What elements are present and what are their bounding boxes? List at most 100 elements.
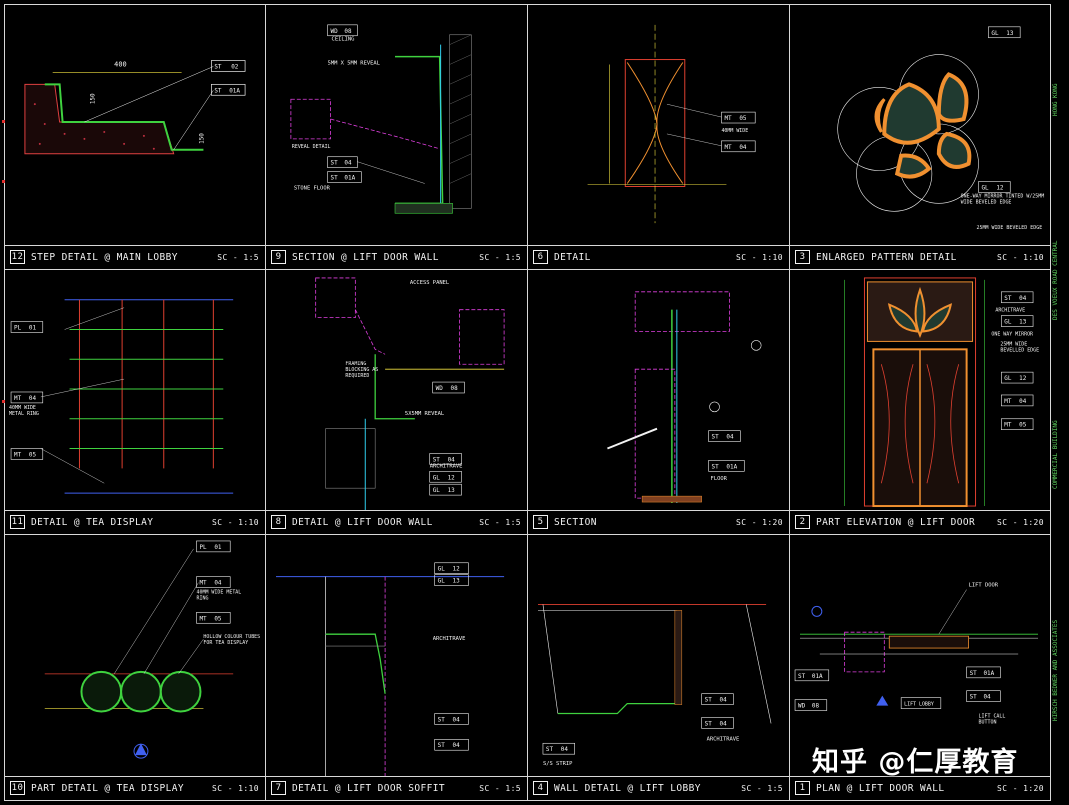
svg-text:ST: ST: [970, 694, 978, 701]
svg-text:01A: 01A: [812, 673, 823, 680]
panel-number: 10: [10, 781, 25, 795]
svg-text:01: 01: [29, 325, 37, 332]
svg-text:13: 13: [453, 578, 461, 585]
panel-number: 2: [795, 515, 810, 529]
panel-8[interactable]: ACCESS PANEL FRAMING BLOCKING AS REQUIRE…: [265, 269, 528, 535]
svg-text:05: 05: [214, 615, 222, 622]
panel-scale: SC - 1:5: [479, 784, 521, 793]
margin-mark: [2, 400, 5, 403]
panel-title-bar: 2 PART ELEVATION @ LIFT DOOR SC - 1:20: [790, 510, 1050, 534]
enlarged-pattern-drawing: GL 13 GL 12 ONE-WAY MIRROR TINTED W/25MM…: [837, 26, 1044, 231]
panel-number: 11: [10, 515, 25, 529]
svg-text:MT: MT: [14, 395, 22, 402]
panel-2[interactable]: ST 04 ARCHITRAVE GL 13 ONE WAY MIRROR 25…: [789, 269, 1051, 535]
svg-text:GL: GL: [433, 487, 441, 494]
panel-title-bar: 6 DETAIL SC - 1:10: [528, 245, 789, 269]
panel-scale: SC - 1:20: [997, 784, 1044, 793]
sidebar-text-top: HONG KONG: [1052, 83, 1059, 117]
svg-text:MT: MT: [724, 144, 732, 151]
svg-text:GL: GL: [1004, 375, 1012, 382]
svg-text:WD: WD: [436, 385, 444, 392]
panel-title-bar: 4 WALL DETAIL @ LIFT LOBBY SC - 1:5: [528, 776, 789, 800]
svg-text:ST: ST: [546, 746, 554, 753]
svg-text:ST: ST: [712, 463, 720, 470]
svg-text:5MM X 5MM REVEAL: 5MM X 5MM REVEAL: [328, 61, 381, 67]
panel-4[interactable]: ST 04 ST 04 ARCHITRAVE ST 04 S/S STRIP 4…: [527, 534, 790, 801]
svg-text:ARCHITRAVE: ARCHITRAVE: [995, 308, 1025, 314]
svg-text:12: 12: [453, 566, 461, 573]
sidebar-text-low: COMMERCIAL BUILDING: [1052, 420, 1059, 490]
svg-text:01A: 01A: [983, 670, 994, 677]
svg-text:05: 05: [29, 451, 37, 458]
svg-text:01A: 01A: [344, 175, 355, 182]
svg-text:LIFT LOBBY: LIFT LOBBY: [904, 702, 934, 708]
dim-150b: 150: [198, 133, 205, 144]
svg-text:ST: ST: [798, 673, 806, 680]
svg-text:ST: ST: [331, 160, 339, 167]
panel-10[interactable]: PL 01 MT 04 40MM WIDE METAL RING MT 05 H…: [4, 534, 266, 801]
panel-title: PART DETAIL @ TEA DISPLAY: [31, 783, 184, 794]
zhihu-watermark: 知乎 @仁厚教育: [812, 747, 1019, 778]
panel-number: 1: [795, 781, 810, 795]
svg-text:5X5MM REVEAL: 5X5MM REVEAL: [405, 411, 445, 417]
tea-display-part-drawing: PL 01 MT 04 40MM WIDE METAL RING MT 05 H…: [44, 540, 260, 759]
panel-3[interactable]: GL 13 GL 12 ONE-WAY MIRROR TINTED W/25MM…: [789, 4, 1051, 270]
svg-text:02: 02: [231, 63, 239, 70]
panel-number: 6: [533, 250, 548, 264]
panel-6[interactable]: MT 05 40MM WIDE MT 04 6 DETAIL SC - 1:10: [527, 4, 790, 270]
sidebar-text-bottom: HIRSCH BEDNER AND ASSOCIATES: [1052, 619, 1059, 721]
panel-title-bar: 1 PLAN @ LIFT DOOR WALL SC - 1:20: [790, 776, 1050, 800]
svg-text:GL: GL: [981, 184, 989, 191]
svg-text:MT: MT: [1004, 398, 1012, 405]
svg-text:GL: GL: [1004, 319, 1012, 326]
svg-text:ST: ST: [214, 87, 222, 94]
panel-title: WALL DETAIL @ LIFT LOBBY: [554, 783, 701, 794]
panel-scale: SC - 1:5: [479, 518, 521, 527]
panel-1[interactable]: LIFT DOOR ST 01A WD 08 ST 01A ST 04 LIFT…: [789, 534, 1051, 801]
svg-text:PL: PL: [199, 544, 207, 551]
wall-detail-lift-lobby-drawing: ST 04 ST 04 ARCHITRAVE ST 04 S/S STRIP: [538, 604, 772, 767]
panel-scale: SC - 1:5: [479, 253, 521, 262]
panel-5[interactable]: ST 04 ST 01A FLOOR 5 SECTION SC - 1:20: [527, 269, 790, 535]
svg-text:04: 04: [726, 434, 734, 441]
panel-12[interactable]: 400 150 150 ST 02 ST 01A 12 STEP DETAIL …: [4, 4, 266, 270]
svg-text:ACCESS PANEL: ACCESS PANEL: [410, 280, 450, 286]
svg-text:04: 04: [448, 456, 456, 463]
panel-title: PLAN @ LIFT DOOR WALL: [816, 783, 945, 794]
svg-text:08: 08: [812, 703, 820, 710]
svg-text:01: 01: [214, 544, 222, 551]
svg-text:13: 13: [1019, 319, 1027, 326]
panel-7[interactable]: GL 12 GL 13 ARCHITRAVE ST 04 ST 04 7 DET…: [265, 534, 528, 801]
panel-title: PART ELEVATION @ LIFT DOOR: [816, 517, 976, 528]
svg-text:ST: ST: [438, 716, 446, 723]
panel-11[interactable]: PL 01 MT 04 40MM WIDE METAL RING MT 05 1…: [4, 269, 266, 535]
panel-number: 4: [533, 781, 548, 795]
svg-text:WD: WD: [331, 28, 339, 35]
panel-9[interactable]: CEILING 5MM X 5MM REVEAL REVEAL DETAIL S…: [265, 4, 528, 270]
panel-title-bar: 5 SECTION SC - 1:20: [528, 510, 789, 534]
svg-text:04: 04: [453, 742, 461, 749]
svg-text:05: 05: [1019, 422, 1027, 429]
panel-title-bar: 8 DETAIL @ LIFT DOOR WALL SC - 1:5: [266, 510, 527, 534]
svg-text:FLOOR: FLOOR: [711, 476, 728, 482]
svg-text:MT: MT: [14, 451, 22, 458]
svg-text:04: 04: [29, 395, 37, 402]
svg-text:MT: MT: [199, 580, 207, 587]
svg-text:13: 13: [448, 487, 456, 494]
step-detail-drawing: 400 150 150 ST 02 ST 01A: [24, 60, 246, 155]
panel-number: 5: [533, 515, 548, 529]
svg-text:ARCHITRAVE: ARCHITRAVE: [707, 736, 740, 742]
svg-text:04: 04: [739, 144, 747, 151]
svg-text:12: 12: [448, 474, 456, 481]
margin-mark: [2, 120, 5, 123]
svg-text:01A: 01A: [229, 87, 240, 94]
lift-door-soffit-drawing: GL 12 GL 13 ARCHITRAVE ST 04 ST 04: [276, 562, 505, 776]
panel-scale: SC - 1:10: [997, 253, 1044, 262]
svg-text:GL: GL: [438, 566, 446, 573]
panel-title-bar: 11 DETAIL @ TEA DISPLAY SC - 1:10: [5, 510, 265, 534]
dim-150a: 150: [89, 93, 96, 104]
panel-title-bar: 9 SECTION @ LIFT DOOR WALL SC - 1:5: [266, 245, 527, 269]
panel-title-bar: 12 STEP DETAIL @ MAIN LOBBY SC - 1:5: [5, 245, 265, 269]
panel-title: ENLARGED PATTERN DETAIL: [816, 252, 957, 263]
svg-text:MT: MT: [1004, 422, 1012, 429]
